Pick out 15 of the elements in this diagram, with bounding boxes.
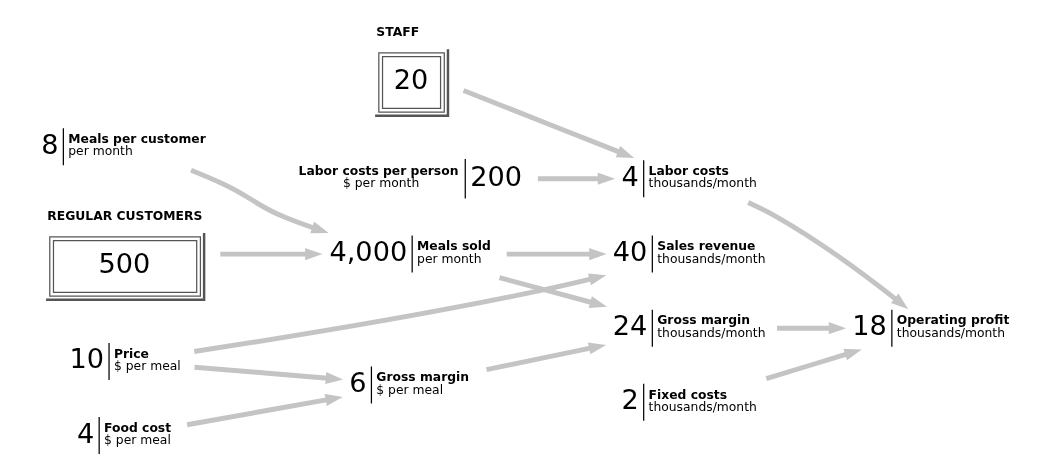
arrow <box>193 272 606 354</box>
arrow <box>498 274 607 308</box>
arrow <box>537 172 615 185</box>
arrow <box>506 247 607 260</box>
arrow <box>485 341 606 372</box>
node-label: STAFF <box>375 24 419 39</box>
node-label: REGULAR CUSTOMERS <box>46 208 202 223</box>
arrow <box>776 321 846 334</box>
arrow <box>186 393 343 427</box>
arrow <box>219 247 322 260</box>
arrow <box>746 199 908 309</box>
arrow <box>765 348 862 381</box>
arrow <box>462 87 634 158</box>
arrow <box>189 167 329 233</box>
arrow <box>193 364 343 384</box>
